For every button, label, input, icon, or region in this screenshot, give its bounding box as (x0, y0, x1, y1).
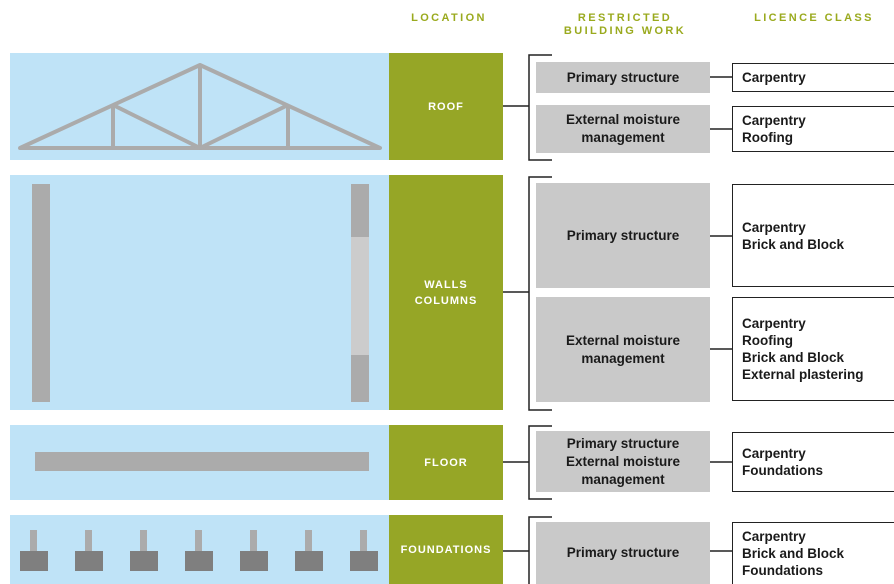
pile-footing (240, 551, 268, 571)
rbw-label: management (581, 471, 665, 487)
floor-slab (35, 452, 369, 471)
rbw-label: Primary structure (566, 435, 680, 451)
location-label: FLOOR (424, 456, 468, 469)
location-floor: FLOOR (389, 425, 503, 500)
pile-footing (295, 551, 323, 571)
rbw-walls-external-moisture: External moisture management (536, 297, 710, 402)
rbw-walls-primary-structure: Primary structure (536, 183, 710, 288)
walls-bracket (503, 176, 552, 411)
licence-walls-primary: Carpentry Brick and Block (732, 184, 894, 287)
roof-connectors (710, 76, 732, 130)
rbw-label: External moisture (565, 453, 681, 469)
pile-post (305, 530, 312, 551)
location-label: WALLS (424, 278, 468, 291)
header-licence-class: LICENCE CLASS (754, 12, 874, 24)
licence-item: Roofing (742, 333, 793, 348)
floor-bracket (503, 425, 552, 500)
location-foundations: FOUNDATIONS (389, 515, 503, 584)
wall-column-right-opening (351, 237, 369, 355)
pile-post (360, 530, 367, 551)
header-location: LOCATION (411, 12, 487, 24)
header-rbw-line-2: BUILDING WORK (563, 25, 687, 37)
licence-item: Carpentry (742, 219, 806, 235)
walls-illustration-band (10, 175, 389, 410)
location-label: COLUMNS (414, 294, 478, 307)
rbw-foundations-primary-structure: Primary structure (536, 522, 710, 584)
wall-column-right-lower (351, 355, 369, 402)
location-roof: ROOF (389, 53, 503, 160)
pile-post (140, 530, 147, 551)
licence-item: Foundations (742, 463, 823, 478)
pile-footing (350, 551, 378, 571)
licence-floor: Carpentry Foundations (732, 432, 894, 492)
wall-column-left (32, 184, 50, 402)
licence-roof-primary: Carpentry (732, 63, 894, 92)
pile-post (30, 530, 37, 551)
location-label: FOUNDATIONS (400, 543, 492, 556)
roof-illustration-band (10, 53, 389, 160)
walls-connectors (710, 235, 732, 350)
pile-footing (185, 551, 213, 571)
rbw-floor-combined: Primary structure External moisture mana… (536, 431, 710, 492)
roof-bracket (503, 54, 552, 161)
licence-item: Foundations (742, 563, 823, 578)
roof-truss-illustration (18, 63, 382, 150)
location-label: ROOF (428, 100, 464, 113)
licence-item: Brick and Block (742, 546, 845, 561)
licence-item: Carpentry (742, 446, 806, 461)
truss-web (112, 103, 201, 150)
licence-item: Brick and Block (742, 236, 845, 252)
rbw-roof-primary-structure: Primary structure (536, 62, 710, 93)
licence-item: External plastering (742, 367, 864, 382)
header-rbw-line-1: RESTRICTED (577, 12, 673, 24)
licence-walls-moisture: Carpentry Roofing Brick and Block Extern… (732, 297, 894, 401)
licence-roof-moisture: Carpentry Roofing (732, 106, 894, 152)
pile-post (85, 530, 92, 551)
rbw-label: Primary structure (566, 545, 680, 560)
licence-foundations: Carpentry Brick and Block Foundations (732, 522, 894, 584)
licence-item: Roofing (742, 130, 793, 145)
licence-item: Carpentry (742, 316, 806, 331)
licence-item: Carpentry (742, 70, 806, 85)
pile-footing (130, 551, 158, 571)
foundations-bracket (503, 516, 552, 584)
rbw-roof-external-moisture: External moisture management (536, 105, 710, 153)
rbw-label: External moisture (565, 332, 681, 348)
licence-item: Brick and Block (742, 350, 845, 365)
pile-post (195, 530, 202, 551)
pile-post (250, 530, 257, 551)
rbw-label: management (581, 350, 665, 366)
foundations-illustration-band (10, 515, 389, 584)
pile-footing (20, 551, 48, 571)
truss-web (199, 103, 289, 150)
rbw-label: Primary structure (566, 69, 680, 85)
wall-column-right-upper (351, 184, 369, 237)
licence-item: Carpentry (742, 113, 806, 128)
location-walls-columns: WALLS COLUMNS (389, 175, 503, 410)
rbw-label: Primary structure (566, 227, 680, 243)
pile-footing (75, 551, 103, 571)
header-restricted-building-work: RESTRICTED BUILDING WORK (545, 12, 705, 38)
floor-illustration-band (10, 425, 389, 500)
licence-item: Carpentry (742, 529, 806, 544)
rbw-label: External moisture (565, 112, 681, 127)
rbw-label: management (581, 130, 665, 145)
